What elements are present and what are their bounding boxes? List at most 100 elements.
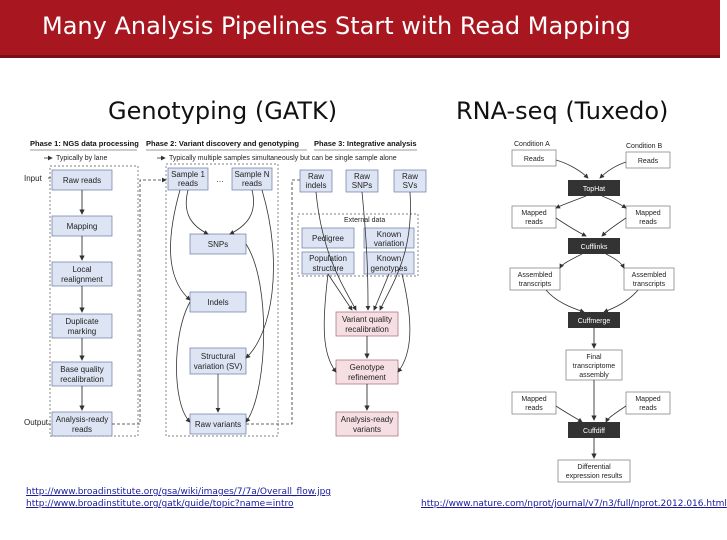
snps-text: SNPs xyxy=(208,240,228,249)
samples-note: Typically multiple samples simultaneousl… xyxy=(169,155,397,162)
base-quality-text-2: recalibration xyxy=(60,375,104,384)
arrow-ext-to-vqr-1 xyxy=(327,273,353,311)
mapped-d-text-2: reads xyxy=(639,405,657,412)
raw-indels-text-1: Raw xyxy=(308,172,324,181)
final-assembly-text-1: Final xyxy=(586,354,602,361)
slide-title: Many Analysis Pipelines Start with Read … xyxy=(42,12,631,40)
arrow-indels-to-raw xyxy=(176,301,191,423)
base-quality-box xyxy=(51,361,113,387)
duplicate-marking-text-1: Duplicate xyxy=(65,317,99,326)
final-assembly-text-2: transcriptome xyxy=(573,363,616,370)
pedigree-text: Pedigree xyxy=(312,234,345,243)
reads-b-box xyxy=(625,151,671,169)
raw-snps-text-1: Raw xyxy=(354,172,370,181)
arrow-mapped-c-cuffdiff xyxy=(555,405,583,423)
differential-results-text-1: Differential xyxy=(577,464,611,471)
sample1-reads-text-2: reads xyxy=(178,179,198,188)
sample1-reads-text-1: Sample 1 xyxy=(171,170,205,179)
mapped-c-box xyxy=(511,391,557,415)
arrow-mapped-b-cufflinks xyxy=(601,217,627,237)
arrow-asm-b-cuffmerge xyxy=(603,289,639,313)
arrow-ext-to-gr-2 xyxy=(397,273,411,373)
lane-note: Typically by lane xyxy=(56,155,107,162)
cuffmerge-text: Cuffmerge xyxy=(578,318,611,325)
raw-svs-text-2: SVs xyxy=(403,181,418,190)
tuxedo-heading: RNA-seq (Tuxedo) xyxy=(456,97,669,125)
mapped-a-text-1: Mapped xyxy=(521,210,546,217)
arrow-ext-to-vqr-2 xyxy=(373,273,390,311)
sampleN-reads-text-1: Sample N xyxy=(234,170,269,179)
arrow-rs-to-vqr xyxy=(361,191,371,311)
raw-variants-text: Raw variants xyxy=(195,420,241,429)
local-realignment-text-2: realignment xyxy=(61,275,104,284)
condition-a-label: Condition A xyxy=(514,141,550,148)
raw-reads-text: Raw reads xyxy=(63,176,101,185)
tuxedo-source-link[interactable]: http://www.nature.com/nprot/journal/v7/n… xyxy=(421,499,727,509)
assembled-a-box xyxy=(509,267,561,291)
output-label: Output xyxy=(24,418,49,427)
final-assembly-text-3: assembly xyxy=(579,372,609,379)
known-genotypes-text-1: Known xyxy=(377,254,401,263)
arrow-mapped-a-cufflinks xyxy=(555,217,587,237)
raw-svs-text-1: Raw xyxy=(402,172,418,181)
mapped-c-text-1: Mapped xyxy=(521,396,546,403)
variant-quality-text-1: Variant quality xyxy=(342,315,392,324)
phase1-frame xyxy=(49,165,139,437)
duplicate-marking-box xyxy=(51,313,113,339)
sample-ellipsis: … xyxy=(216,175,224,184)
reads-a-box xyxy=(511,149,557,167)
mapped-a-text-2: reads xyxy=(525,219,543,226)
gatk-workflow-diagram: Phase 1: NGS data processing Phase 2: Va… xyxy=(24,139,427,437)
genotype-refinement-text-2: refinement xyxy=(348,373,387,382)
known-variation-text-2: variation xyxy=(374,239,404,248)
population-structure-text-2: structure xyxy=(312,264,344,273)
assembled-b-text-1: Assembled xyxy=(632,272,667,279)
phase2-label: Phase 2: Variant discovery and genotypin… xyxy=(146,139,299,148)
arrow-tophat-mapped-a xyxy=(555,195,587,209)
arrow-cufflinks-asm-b xyxy=(605,253,625,269)
analysis-ready-variants-box xyxy=(335,411,399,437)
arrow-reads-b-tophat xyxy=(599,161,627,179)
arrow-reads-a-tophat xyxy=(555,159,589,179)
raw-snps-text-2: SNPs xyxy=(352,181,372,190)
arrow-asm-a-cuffmerge xyxy=(545,289,585,314)
gatk-source-link-2[interactable]: http://www.broadinstitute.org/gatk/guide… xyxy=(26,499,294,509)
mapped-b-text-2: reads xyxy=(639,219,657,226)
structural-variation-text-1: Structural xyxy=(201,352,235,361)
tuxedo-workflow-diagram: Condition A Condition B Reads Reads TopH… xyxy=(509,141,675,483)
duplicate-marking-text-2: marking xyxy=(68,327,96,336)
reads-b-text: Reads xyxy=(638,158,659,165)
arrow-cufflinks-asm-a xyxy=(559,253,583,269)
arrow-samples-to-snps xyxy=(185,189,209,235)
mapped-b-box xyxy=(625,205,671,229)
mapped-d-text-1: Mapped xyxy=(635,396,660,403)
analysis-ready-reads-text-2: reads xyxy=(72,425,92,434)
cuffmerge-box xyxy=(568,312,620,328)
known-variation-box xyxy=(363,227,415,249)
gatk-source-link-1[interactable]: http://www.broadinstitute.org/gsa/wiki/i… xyxy=(26,487,332,497)
arrow-rsv-to-vqr xyxy=(379,191,411,311)
raw-indels-text-2: indels xyxy=(306,181,327,190)
differential-results-box xyxy=(557,459,631,483)
arrow-ar-to-samples xyxy=(112,177,167,425)
known-genotypes-text-2: genotypes xyxy=(371,264,408,273)
mapped-c-text-2: reads xyxy=(525,405,543,412)
indels-text: Indels xyxy=(207,298,228,307)
analysis-ready-variants-text-2: variants xyxy=(353,425,381,434)
assembled-b-box xyxy=(623,267,675,291)
variant-quality-text-2: recalibration xyxy=(345,325,389,334)
mapped-d-box xyxy=(625,391,671,415)
cuffdiff-text: Cuffdiff xyxy=(583,428,605,435)
phase3-label: Phase 3: Integrative analysis xyxy=(314,139,417,148)
mapping-text: Mapping xyxy=(67,222,98,231)
arrow-ext-to-gr-1 xyxy=(323,273,337,373)
mapped-b-text-1: Mapped xyxy=(635,210,660,217)
arrow-ri-to-vqr xyxy=(315,191,357,311)
arrow-tophat-mapped-b xyxy=(601,195,627,209)
arrow-snps-to-raw xyxy=(245,243,265,423)
arrow-sampleN-to-snps xyxy=(229,189,254,235)
differential-results-text-2: expression results xyxy=(566,473,623,480)
gatk-heading: Genotyping (GATK) xyxy=(108,97,338,125)
known-variation-text-1: Known xyxy=(377,230,401,239)
cufflinks-box xyxy=(568,238,620,254)
